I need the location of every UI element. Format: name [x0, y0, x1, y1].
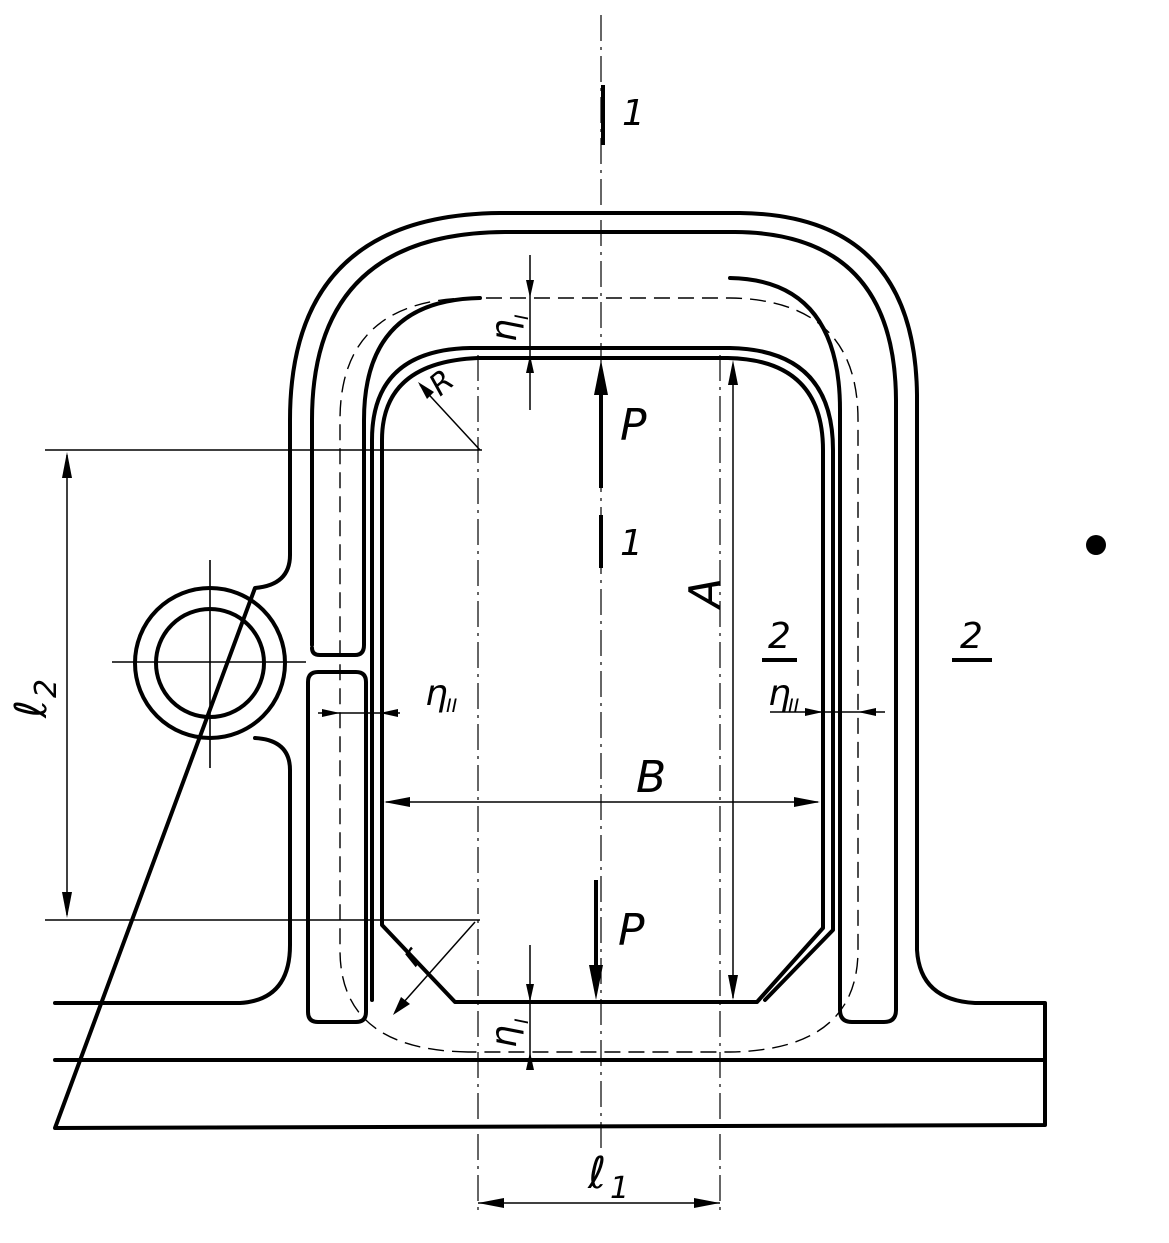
window-outer-contour	[370, 346, 835, 1002]
dim-a-arrow-bottom	[728, 975, 738, 1000]
force-p-bottom-arrowhead	[589, 965, 603, 1000]
dim-l2-label: ℓ	[6, 700, 57, 719]
force-p-bottom-label: P	[618, 905, 645, 956]
dim-b-label: B	[636, 752, 666, 803]
dim-a-arrow-top	[728, 360, 738, 385]
stray-dot-mark	[1086, 535, 1106, 555]
dim-b-arrow-right	[794, 797, 820, 807]
eta-ii-right-arrow-b	[858, 708, 876, 716]
dim-a-label: A	[680, 578, 731, 611]
eta-i-bottom-subscript: I	[511, 1018, 533, 1024]
dimension-l2: ℓ 2	[6, 449, 482, 921]
eye-outer-ring	[133, 586, 287, 740]
eye-inner-hole	[154, 607, 266, 719]
neutral-axis-dashed	[339, 297, 859, 1053]
dim-l2-label-group: ℓ 2	[6, 679, 64, 719]
section-1-1-mid-label: 1	[620, 523, 643, 564]
radius-bottom-line	[394, 921, 476, 1013]
radius-bottom-arrow	[393, 997, 410, 1015]
dim-b-arrow-left	[384, 797, 410, 807]
eta-i-bottom-label: η	[484, 1025, 525, 1048]
eta-ii-left-arrow-b	[380, 709, 398, 717]
eta-ii-left-subscript: II	[446, 695, 458, 717]
eta-ii-dimensions: η II η II	[318, 673, 885, 717]
eta-i-top-arrow-a	[526, 280, 534, 298]
eta-i-top-subscript: I	[511, 314, 533, 320]
dimension-a: A	[680, 360, 738, 1000]
dimension-b: B	[384, 752, 820, 807]
shell-inner-left-upper	[310, 296, 482, 657]
dim-l2-arrow-bottom	[62, 892, 72, 918]
dimension-l1: ℓ 1	[478, 1148, 720, 1208]
force-p-top-arrowhead	[594, 360, 608, 395]
center-lines	[112, 15, 721, 1210]
section-markers: 1 1 2 2	[599, 85, 992, 662]
window-inner-contour	[380, 356, 825, 1004]
inner-window	[370, 346, 835, 1004]
section-1-1-top-label: 1	[622, 93, 645, 134]
radius-bottom-label: r	[394, 940, 430, 973]
eta-ii-left-label: η	[425, 673, 448, 714]
force-p-top-label: P	[620, 400, 647, 451]
eta-ii-right-arrow-a	[805, 708, 823, 716]
dim-l1-arrow-right	[694, 1198, 720, 1208]
section-2-2-inner-label: 2	[768, 616, 791, 657]
eta-ii-left-arrow-a	[322, 709, 340, 717]
dim-l2-subscript: 2	[29, 679, 64, 698]
applied-forces: P P	[589, 360, 647, 1000]
dim-l1-subscript: 1	[610, 1171, 629, 1206]
eta-i-dimensions: η I η I	[484, 255, 534, 1070]
section-2-2-outer-label: 2	[960, 616, 983, 657]
eta-i-top-label: η	[484, 319, 525, 342]
eta-i-top-arrow-b	[526, 355, 534, 373]
shell-left-lower-column	[306, 670, 368, 1024]
lifting-eye	[133, 586, 287, 740]
eta-i-bottom-arrow-b	[526, 1052, 534, 1070]
dim-l2-arrow-top	[62, 452, 72, 478]
eta-ii-right-label: η	[768, 673, 791, 714]
radius-top-arrow	[418, 382, 434, 399]
dim-l1-arrow-left	[478, 1198, 504, 1208]
dim-l1-label: ℓ	[587, 1148, 606, 1199]
shell-inner-arc	[310, 230, 898, 1024]
frame-body	[53, 211, 1047, 1130]
eta-ii-right-subscript: II	[788, 695, 800, 717]
eta-i-bottom-arrow-a	[526, 984, 534, 1002]
frame-outer-contour	[53, 211, 1047, 1130]
